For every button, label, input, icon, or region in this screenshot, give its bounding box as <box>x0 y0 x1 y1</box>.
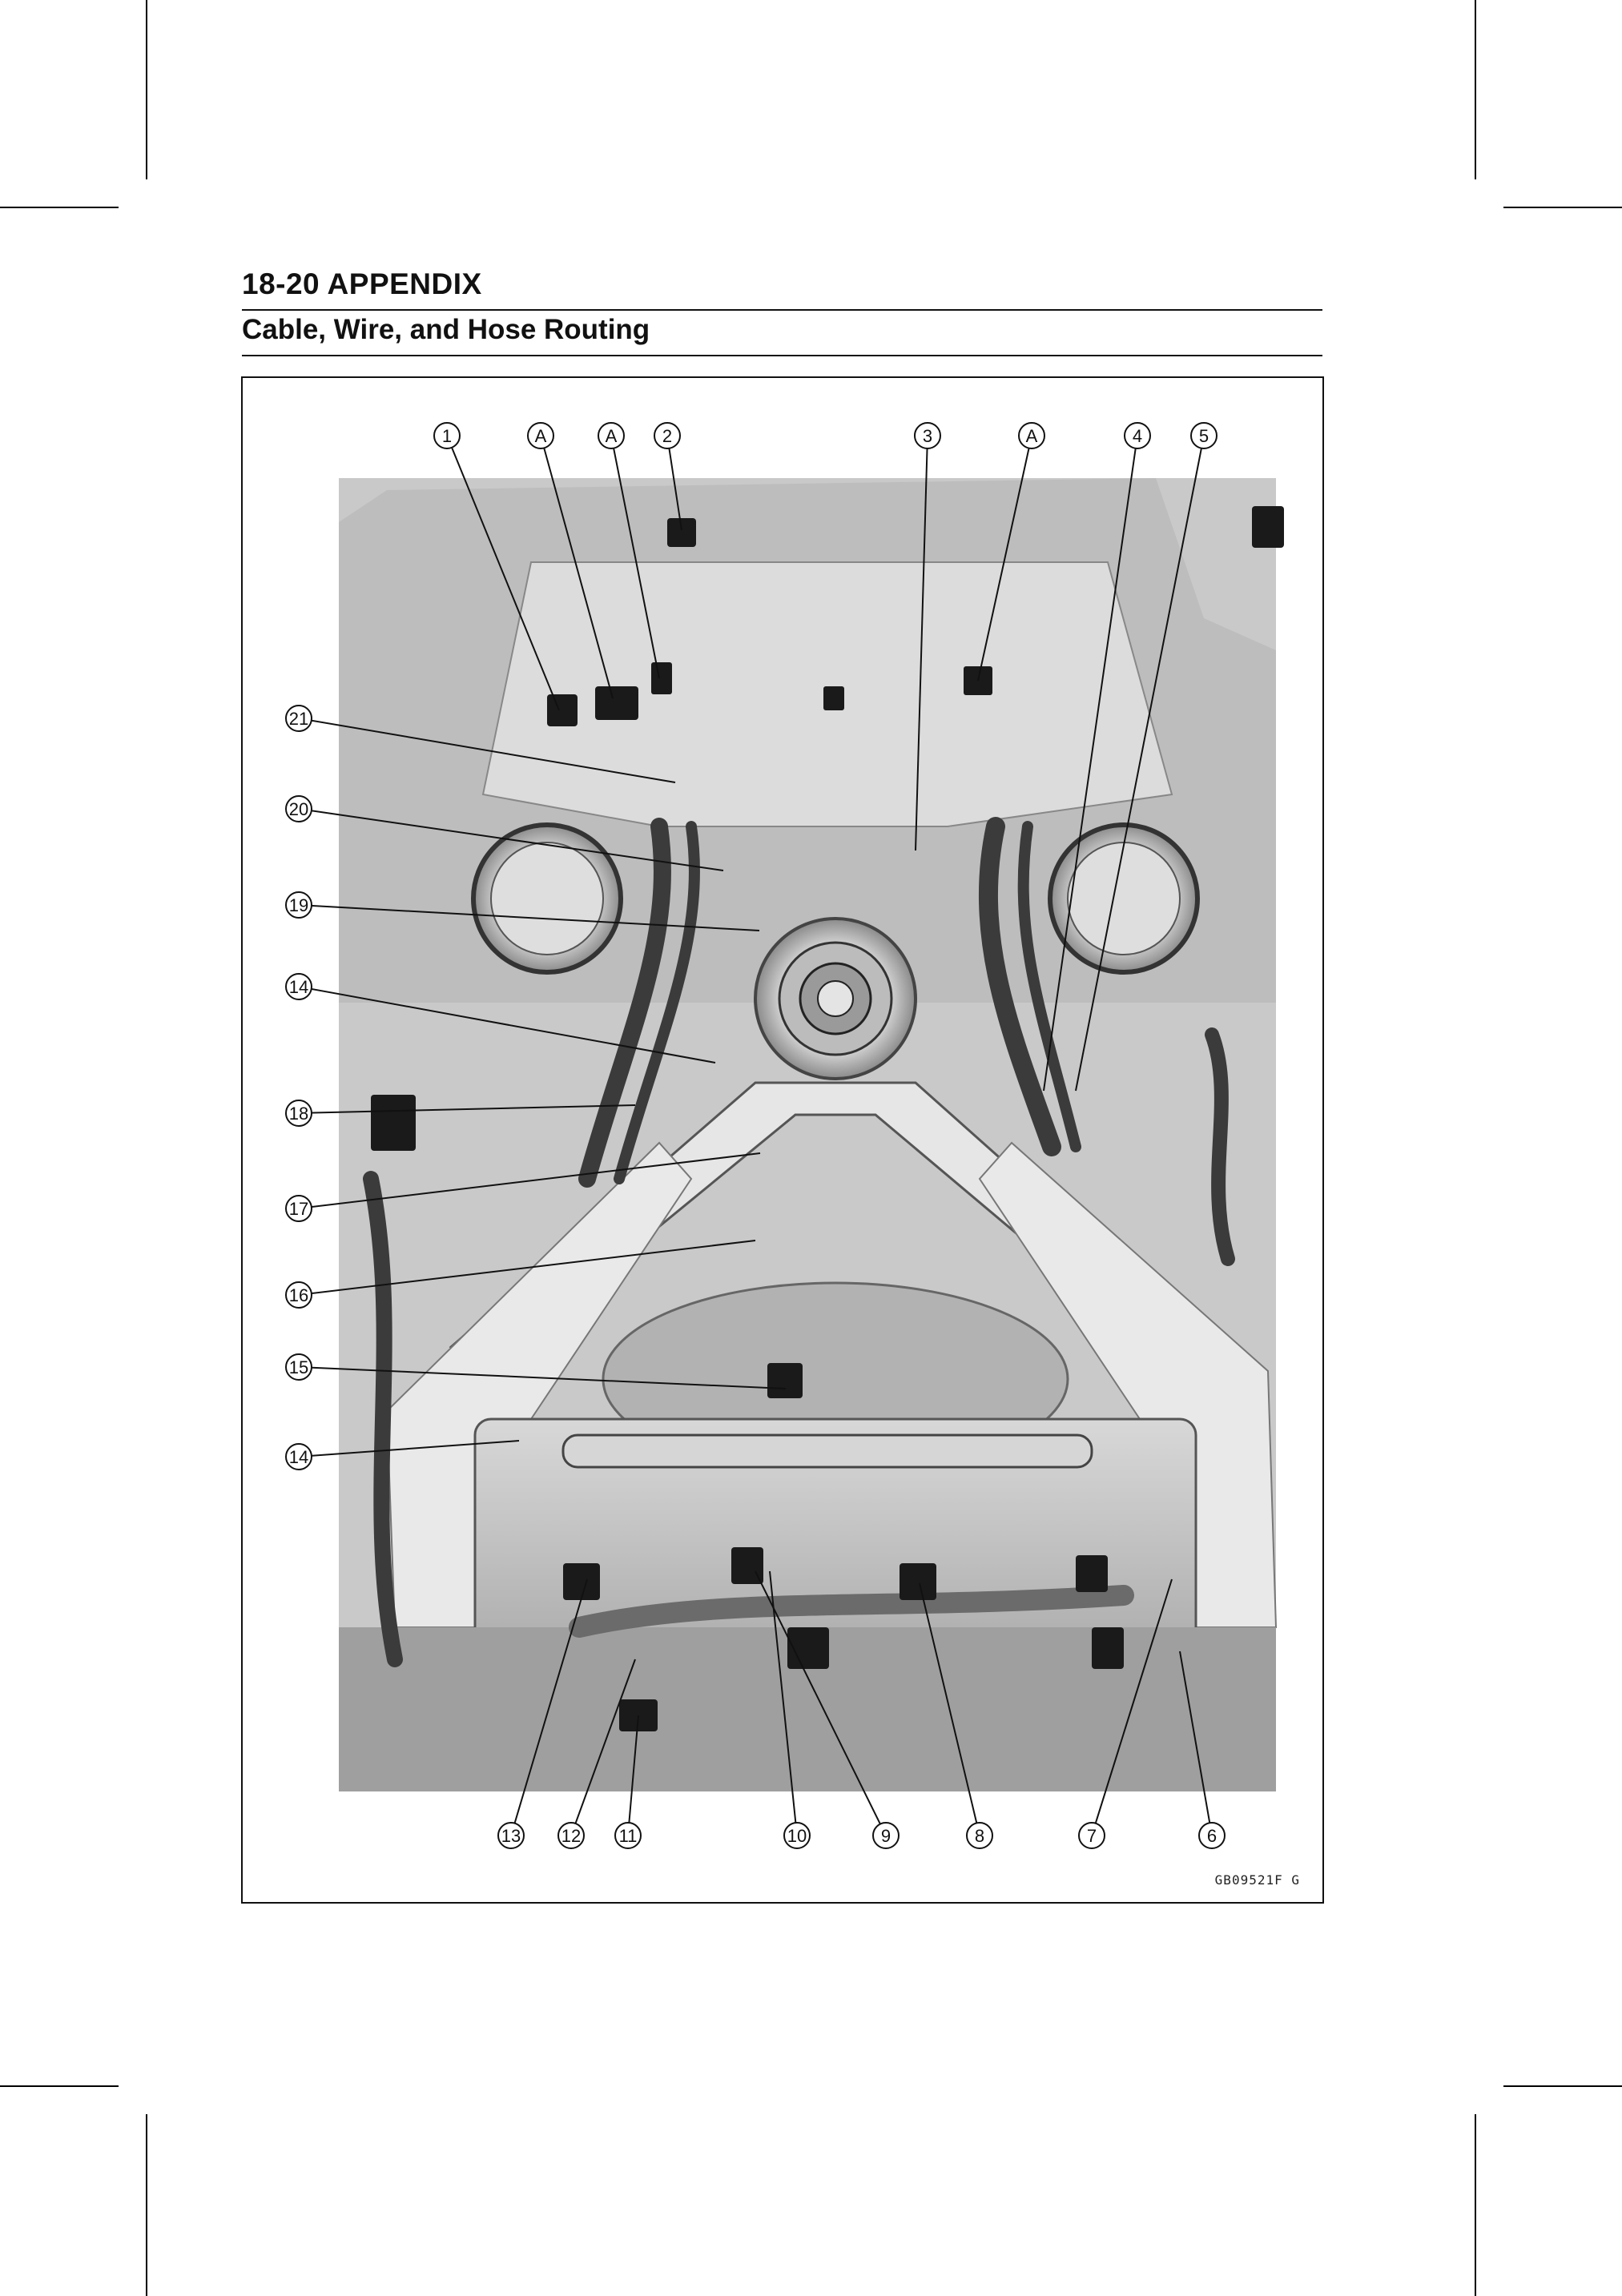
callout-bottom-label: 11 <box>619 1826 638 1846</box>
callout-top-label: A <box>535 426 547 446</box>
crop-mark-top-right-v <box>1475 0 1476 179</box>
callout-top-label: 3 <box>923 426 932 446</box>
callout-top-label: 5 <box>1199 426 1209 446</box>
header-rule-top <box>242 309 1322 311</box>
engine-routing-illustration: 1 A A 2 3 A 4 5 21 20 19 14 <box>285 422 1284 1849</box>
callout-left-label: 17 <box>289 1199 308 1219</box>
crop-mark-top-left-h <box>0 207 119 208</box>
crop-mark-bottom-left-v <box>146 2114 147 2296</box>
callout-top-label: 1 <box>442 426 452 446</box>
callout-bottom-label: 10 <box>787 1826 807 1846</box>
callout-top-label: A <box>606 426 618 446</box>
callout-left-label: 18 <box>289 1104 308 1124</box>
section-title: Cable, Wire, and Hose Routing <box>242 314 650 345</box>
routing-diagram-frame: 1 A A 2 3 A 4 5 21 20 19 14 <box>241 376 1324 1904</box>
callout-left-label: 15 <box>289 1357 308 1377</box>
page-title: 18-20 APPENDIX <box>242 267 482 300</box>
crop-mark-bottom-right-h <box>1503 2085 1622 2087</box>
connectors <box>371 506 1284 1731</box>
callout-left-label: 14 <box>289 977 308 997</box>
callout-bottom-label: 7 <box>1087 1826 1097 1846</box>
leader-lines <box>298 435 1213 1836</box>
callouts-left: 21 20 19 14 18 17 16 15 14 <box>285 705 312 1470</box>
callout-bottom-label: 6 <box>1207 1826 1217 1846</box>
hoses <box>363 817 1235 1667</box>
callout-left-label: 14 <box>289 1447 308 1467</box>
header-rule-bottom <box>242 355 1322 356</box>
crop-mark-bottom-right-v <box>1475 2114 1476 2296</box>
callout-left-label: 19 <box>289 895 308 915</box>
figure-code: GB09521F G <box>1214 1872 1300 1888</box>
callout-bottom-label: 8 <box>975 1826 984 1846</box>
crop-mark-top-left-v <box>146 0 147 179</box>
callout-left-label: 20 <box>289 799 308 819</box>
crop-mark-top-right-h <box>1503 207 1622 208</box>
callout-top-label: 4 <box>1133 426 1142 446</box>
callout-top-label: 2 <box>662 426 672 446</box>
callout-left-label: 16 <box>289 1285 308 1305</box>
callout-left-label: 21 <box>289 709 308 729</box>
callout-bottom-label: 13 <box>501 1826 521 1846</box>
callouts-bottom: 13 12 11 10 9 8 7 6 <box>497 1822 1226 1849</box>
callout-top-label: A <box>1026 426 1038 446</box>
callout-bottom-label: 9 <box>881 1826 891 1846</box>
fuel-rail <box>561 1433 1093 1469</box>
crop-mark-bottom-left-h <box>0 2085 119 2087</box>
callout-bottom-label: 12 <box>561 1826 581 1846</box>
callouts-top: 1 A A 2 3 A 4 5 <box>433 422 1218 449</box>
